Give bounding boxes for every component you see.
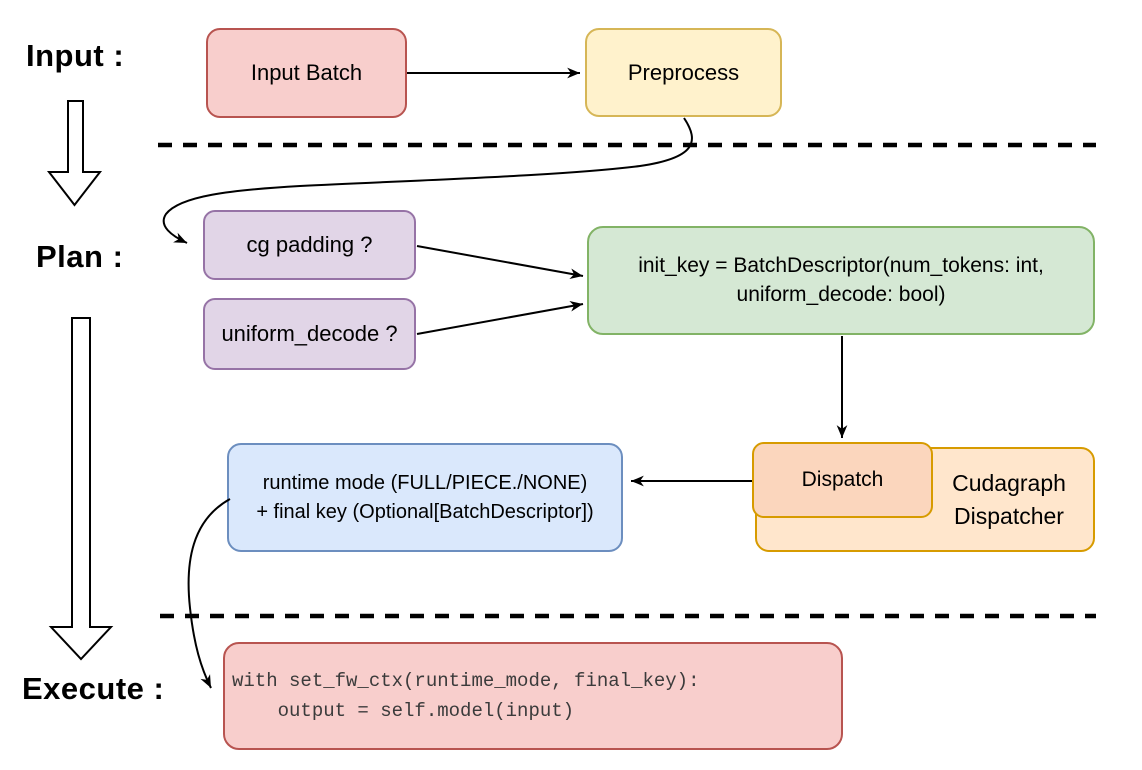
stage-label-execute: Execute : (22, 671, 165, 706)
uniform-decode-node: uniform_decode ? (203, 298, 416, 370)
cg-padding-label: cg padding ? (246, 232, 373, 257)
input-batch-label: Input Batch (250, 60, 363, 85)
preprocess-label: Preprocess (627, 59, 740, 85)
stage-label-plan: Plan : (36, 239, 124, 274)
input-batch-node: Input Batch (206, 28, 407, 118)
init-key-label-line2: uniform_decode: bool) (736, 282, 946, 306)
init-key-node: init_key = BatchDescriptor(num_tokens: i… (587, 226, 1095, 335)
runtime-mode-label-line2: + final key (Optional[BatchDescriptor]) (256, 500, 594, 523)
dispatch-node: Dispatch (752, 442, 933, 518)
arrow-cg-padding-to-init-key (416, 245, 584, 279)
uniform-decode-label: uniform_decode ? (221, 321, 398, 346)
cudagraph-dispatcher-label: Cudagraph Dispatcher (952, 470, 1066, 529)
cg-padding-node: cg padding ? (203, 210, 416, 280)
runtime-mode-label-line1: runtime mode (FULL/PIECE./NONE) (262, 471, 588, 494)
runtime-mode-node: runtime mode (FULL/PIECE./NONE) + final … (227, 443, 623, 552)
execute-code-node: with set_fw_ctx(runtime_mode, final_key)… (223, 642, 843, 750)
preprocess-node: Preprocess (585, 28, 782, 117)
stage-arrow-input-to-plan (46, 100, 103, 207)
execute-code-line1: with set_fw_ctx(runtime_mode, final_key)… (232, 669, 700, 692)
arrow-uniform-decode-to-init-key (416, 301, 584, 335)
execute-code-line2: output = self.model(input) (232, 700, 575, 722)
stage-label-input: Input : (26, 38, 125, 73)
dispatch-label: Dispatch (801, 468, 884, 491)
init-key-label-line1: init_key = BatchDescriptor(num_tokens: i… (638, 254, 1044, 278)
stage-arrow-plan-to-execute (48, 317, 114, 661)
